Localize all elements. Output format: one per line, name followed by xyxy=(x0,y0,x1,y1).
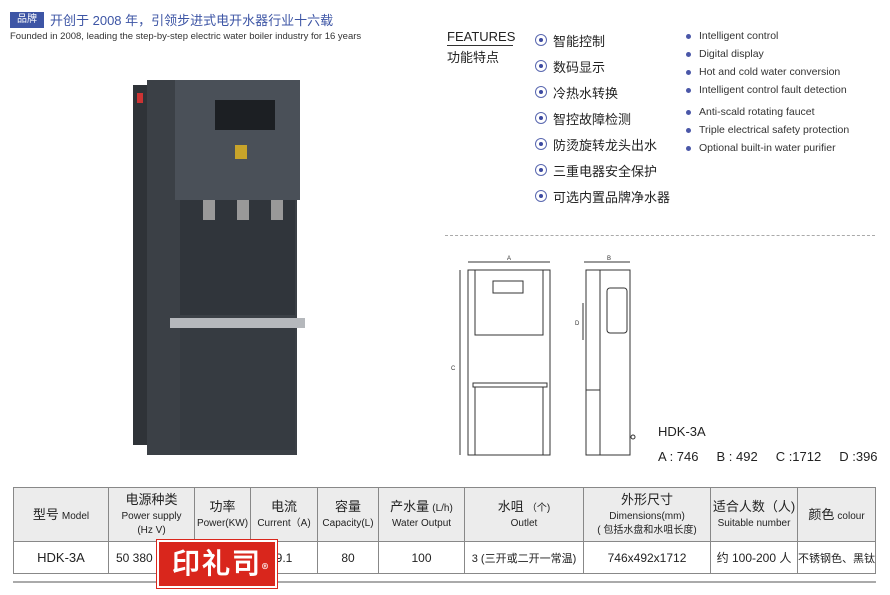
feature-label: 数码显示 xyxy=(553,59,606,75)
dim-c: C :1712 xyxy=(775,449,822,464)
feature-item: 智控故障检测 xyxy=(535,105,670,131)
dimension-drawing: A C B D xyxy=(451,256,636,456)
dim-b: B : 492 xyxy=(716,449,758,464)
bullet-icon xyxy=(686,87,691,93)
feature-item-en: Digital display xyxy=(686,45,849,63)
radio-bullet-icon xyxy=(535,34,547,46)
feature-label: Hot and cold water conversion xyxy=(699,66,841,78)
feature-label: Anti-scald rotating faucet xyxy=(699,106,815,118)
radio-bullet-icon xyxy=(535,86,547,98)
seal-stamp: 印礼司® xyxy=(157,540,277,588)
feature-label: 智能控制 xyxy=(553,33,606,49)
headline: 开创于 2008 年，引领步进式电开水器行业十六载 xyxy=(50,13,334,28)
features-list-cn: 智能控制 数码显示 冷热水转换 智控故障检测 防烫旋转龙头出水 三重电器安全保护… xyxy=(535,27,670,209)
features-title-cn: 功能特点 xyxy=(447,50,500,65)
col-model: 型号 Model xyxy=(13,487,109,542)
col-output: 产水量 (L/h)Water Output xyxy=(378,487,465,542)
bullet-icon xyxy=(686,109,691,115)
water-boiler-image xyxy=(133,80,305,455)
feature-label: 防烫旋转龙头出水 xyxy=(553,137,658,153)
col-colour: 颜色 colour xyxy=(797,487,876,542)
col-outlet: 水咀 （个)Outlet xyxy=(464,487,584,542)
feature-item: 数码显示 xyxy=(535,53,670,79)
cell-model: HDK-3A xyxy=(13,541,109,574)
features-list-en: Intelligent control Digital display Hot … xyxy=(686,27,849,157)
feature-item-en: Triple electrical safety protection xyxy=(686,121,849,139)
cell-output: 100 xyxy=(378,541,465,574)
dim-label-c: C xyxy=(451,366,456,372)
diagram-model: HDK-3A xyxy=(658,424,706,439)
feature-label: 智控故障检测 xyxy=(553,111,632,127)
feature-label: Intelligent control fault detection xyxy=(699,84,847,96)
feature-item-en: Intelligent control fault detection xyxy=(686,81,849,99)
feature-item-en: Optional built-in water purifier xyxy=(686,139,849,157)
dim-label-d: D xyxy=(575,321,580,327)
feature-item: 冷热水转换 xyxy=(535,79,670,105)
radio-bullet-icon xyxy=(535,60,547,72)
radio-bullet-icon xyxy=(535,112,547,124)
feature-item: 可选内置品牌净水器 xyxy=(535,183,670,209)
bullet-icon xyxy=(686,33,691,39)
col-suitable: 适合人数（人)Suitable number xyxy=(710,487,798,542)
feature-label: Triple electrical safety protection xyxy=(699,124,850,136)
subtitle: Founded in 2008, leading the step-by-ste… xyxy=(10,31,362,42)
feature-label: Optional built-in water purifier xyxy=(699,142,836,154)
radio-bullet-icon xyxy=(535,164,547,176)
radio-bullet-icon xyxy=(535,138,547,150)
feature-label: Intelligent control xyxy=(699,30,779,42)
brand-badge: 品牌 xyxy=(10,12,44,28)
bullet-icon xyxy=(686,145,691,151)
dimension-values: A : 746 B : 492 C :1712 D :396 xyxy=(658,449,878,464)
cell-outlet: 3 (三开或二开一常温) xyxy=(464,541,584,574)
features-title-en: FEATURES xyxy=(447,29,516,46)
feature-label: 冷热水转换 xyxy=(553,85,619,101)
feature-item-en: Anti-scald rotating faucet xyxy=(686,103,849,121)
feature-item: 防烫旋转龙头出水 xyxy=(535,131,670,157)
dim-label-b: B xyxy=(607,256,611,262)
feature-label: Digital display xyxy=(699,48,764,60)
cell-colour: 不锈钢色、黑钛 xyxy=(797,541,876,574)
feature-label: 三重电器安全保护 xyxy=(553,163,658,179)
feature-item: 三重电器安全保护 xyxy=(535,157,670,183)
cell-capacity: 80 xyxy=(317,541,379,574)
bullet-icon xyxy=(686,127,691,133)
bullet-icon xyxy=(686,69,691,75)
divider xyxy=(13,581,876,583)
dim-d: D :396 xyxy=(839,449,878,464)
feature-label: 可选内置品牌净水器 xyxy=(553,189,671,205)
feature-item-en: Hot and cold water conversion xyxy=(686,63,849,81)
feature-item: 智能控制 xyxy=(535,27,670,53)
feature-item-en: Intelligent control xyxy=(686,27,849,45)
cell-suitable: 约 100-200 人 xyxy=(710,541,798,574)
radio-bullet-icon xyxy=(535,190,547,202)
divider xyxy=(445,235,875,236)
dim-a: A : 746 xyxy=(658,449,699,464)
cell-dimensions: 746x492x1712 xyxy=(583,541,711,574)
dim-label-a: A xyxy=(507,256,511,262)
bullet-icon xyxy=(686,51,691,57)
table-row: HDK-3A 50 380 9.1 80 100 3 (三开或二开一常温) 74… xyxy=(13,541,876,574)
